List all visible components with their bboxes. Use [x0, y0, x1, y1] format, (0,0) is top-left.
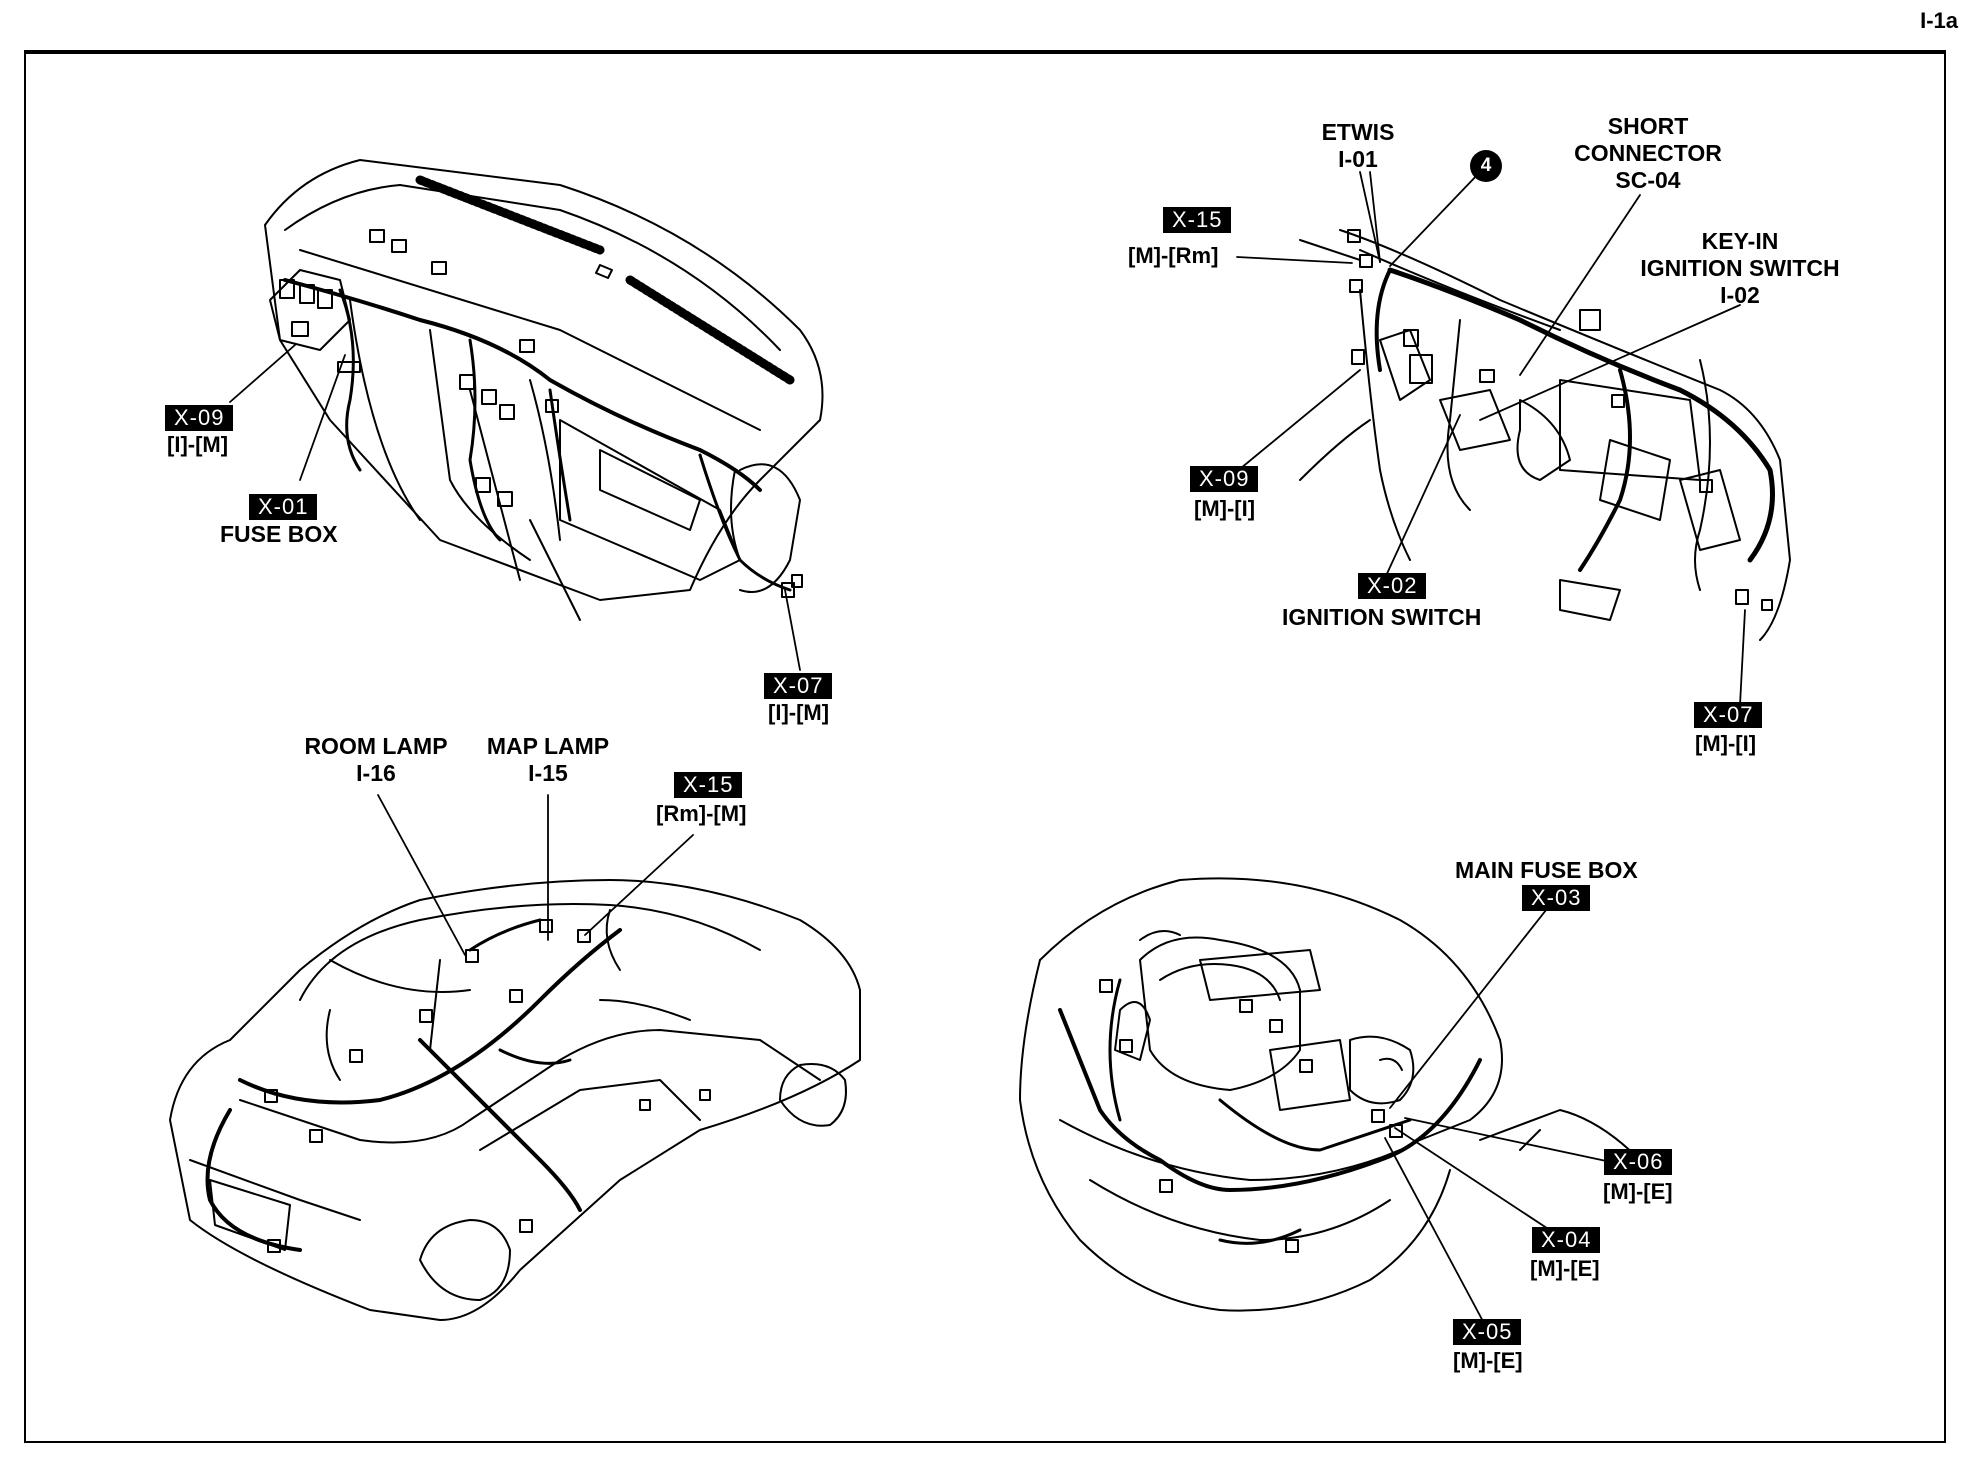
etwis-label: ETWIS I-01	[1318, 119, 1398, 173]
x04-connector-tag: X-04	[1532, 1227, 1601, 1253]
engine-bay-illustration	[1019, 877, 1641, 1312]
dashboard-left-illustration	[264, 159, 824, 621]
room-lamp-label: ROOM LAMP I-16	[296, 733, 456, 787]
x07-right-connector-code: [M]-[I]	[1695, 731, 1757, 756]
dashboard-right-illustration	[1299, 229, 1791, 641]
x07-right-connector-tag: X-07	[1694, 702, 1763, 728]
leader-lines	[229, 171, 1746, 1326]
car-interior-illustration	[169, 879, 861, 1321]
reference-marker-4: 4	[1470, 150, 1502, 182]
map-lamp-name: MAP LAMP	[486, 733, 610, 759]
x09-connector-code: [I]-[M]	[167, 432, 229, 457]
ignition-switch-label: IGNITION SWITCH	[1282, 604, 1482, 630]
room-lamp-id: I-16	[356, 760, 396, 786]
etwis-id: I-01	[1338, 146, 1378, 172]
room-lamp-name: ROOM LAMP	[304, 733, 448, 759]
x05-connector-tag: X-05	[1453, 1319, 1522, 1345]
x15-left-connector-code: [Rm]-[M]	[656, 801, 747, 826]
short-connector-label: SHORT CONNECTOR SC-04	[1558, 113, 1738, 194]
x01-connector-tag: X-01	[249, 494, 318, 520]
x06-connector-tag: X-06	[1604, 1149, 1673, 1175]
x04-connector-code: [M]-[E]	[1530, 1256, 1600, 1281]
main-fuse-box-label: MAIN FUSE BOX	[1455, 857, 1638, 883]
x15-right-connector-code: [M]-[Rm]	[1128, 243, 1219, 268]
key-in-line1: KEY-IN	[1701, 228, 1779, 254]
diagram-frame	[24, 50, 1946, 1443]
x07-left-connector-code: [I]-[M]	[768, 700, 830, 725]
page-number: I-1a	[1920, 8, 1958, 33]
fuse-box-label: FUSE BOX	[220, 521, 338, 547]
x05-connector-code: [M]-[E]	[1453, 1348, 1523, 1373]
x15-left-connector-tag: X-15	[674, 772, 743, 798]
x09-right-connector-tag: X-09	[1190, 466, 1259, 492]
short-connector-id: SC-04	[1615, 167, 1681, 193]
x15-right-connector-tag: X-15	[1163, 207, 1232, 233]
x09-connector-tag: X-09	[165, 405, 234, 431]
short-connector-line1: SHORT	[1607, 113, 1689, 139]
etwis-name: ETWIS	[1321, 119, 1395, 145]
x03-connector-tag: X-03	[1522, 885, 1591, 911]
x06-connector-code: [M]-[E]	[1603, 1179, 1673, 1204]
x02-connector-tag: X-02	[1358, 573, 1427, 599]
key-in-id: I-02	[1720, 282, 1760, 308]
map-lamp-id: I-15	[528, 760, 568, 786]
key-in-line2: IGNITION SWITCH	[1640, 255, 1840, 281]
x09-right-connector-code: [M]-[I]	[1194, 496, 1256, 521]
key-in-ignition-label: KEY-IN IGNITION SWITCH I-02	[1630, 228, 1850, 309]
short-connector-line2: CONNECTOR	[1574, 140, 1722, 166]
map-lamp-label: MAP LAMP I-15	[478, 733, 618, 787]
x07-left-connector-tag: X-07	[764, 673, 833, 699]
